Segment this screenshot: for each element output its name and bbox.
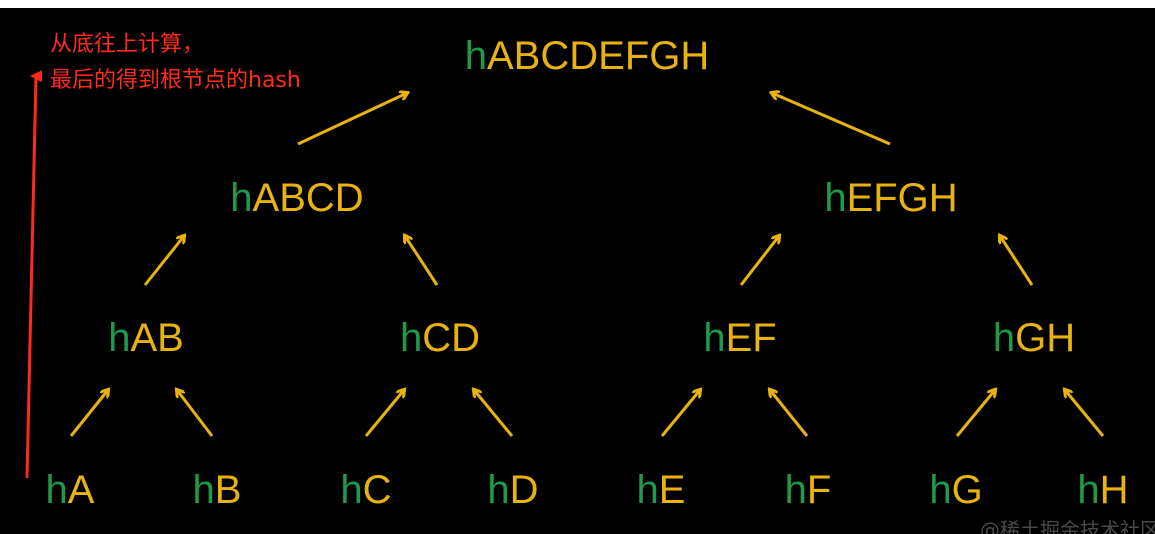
node-ef: hEF [703, 318, 776, 358]
arrow-cd-to-abcd [405, 236, 439, 286]
arrow-c-to-cd [364, 390, 404, 437]
direction-arrow [25, 70, 43, 479]
node-label: EFGH [846, 176, 958, 220]
arrow-gh-to-efgh [1000, 236, 1034, 286]
hash-prefix: h [1077, 468, 1100, 512]
arrow-h-to-gh [1065, 390, 1105, 437]
node-label: ABCD [252, 176, 364, 220]
node-label: EF [725, 316, 777, 360]
leaf-c: hC [340, 470, 391, 510]
leaf-e: hE [637, 470, 686, 510]
hash-prefix: h [824, 176, 847, 220]
arrow-g-to-gh [955, 390, 995, 437]
node-label: GH [1015, 316, 1076, 360]
hash-prefix: h [464, 34, 487, 78]
annotation-line-1: 从底往上计算， [50, 32, 205, 57]
hash-prefix: h [399, 316, 423, 360]
hash-prefix: h [636, 468, 659, 512]
leaf-a: hA [46, 470, 95, 510]
hash-prefix: h [230, 176, 253, 220]
hash-prefix: h [992, 316, 1016, 360]
hash-prefix: h [108, 316, 131, 360]
hash-prefix: h [340, 468, 363, 512]
node-gh: hGH [993, 318, 1075, 358]
leaf-h: hH [1077, 470, 1128, 510]
arrow-f-to-ef [770, 390, 809, 437]
merkle-tree-diagram: 从底往上计算， 最后的得到根节点的hash hABCDEFGH hABCD hE… [0, 8, 1155, 534]
node-label: CD [422, 316, 481, 360]
arrow-a-to-ab [69, 390, 108, 437]
arrow-ab-to-abcd [143, 236, 184, 286]
arrow-d-to-cd [474, 390, 514, 437]
arrow-efgh-to-root [772, 93, 891, 146]
node-label: AB [130, 316, 184, 360]
watermark: @稀土掘金技术社区 [980, 518, 1155, 534]
node-label: B [214, 468, 242, 512]
node-label: D [509, 468, 539, 512]
hash-prefix: h [45, 468, 68, 512]
root-node: hABCDEFGH [465, 36, 710, 76]
node-label: A [67, 468, 95, 512]
node-label: C [362, 468, 392, 512]
node-cd: hCD [400, 318, 480, 358]
node-efgh: hEFGH [824, 178, 957, 218]
node-label: F [806, 468, 832, 512]
annotation-line-2: 最后的得到根节点的hash [50, 68, 301, 93]
hash-prefix: h [929, 468, 952, 512]
tree-arrows [25, 70, 1105, 479]
hash-prefix: h [192, 468, 215, 512]
leaf-b: hB [193, 470, 242, 510]
node-ab: hAB [108, 318, 184, 358]
leaf-g: hG [929, 470, 982, 510]
hash-prefix: h [784, 468, 807, 512]
node-abcd: hABCD [230, 178, 363, 218]
arrow-b-to-ab [177, 390, 214, 437]
node-label: G [951, 468, 983, 512]
hash-prefix: h [703, 316, 726, 360]
node-label: H [1099, 468, 1129, 512]
node-label: ABCDEFGH [487, 34, 710, 78]
hash-prefix: h [487, 468, 510, 512]
arrow-ef-to-efgh [739, 236, 779, 286]
leaf-f: hF [785, 470, 832, 510]
arrow-e-to-ef [660, 390, 700, 437]
leaf-d: hD [487, 470, 538, 510]
arrow-abcd-to-root [297, 93, 407, 146]
node-label: E [658, 468, 686, 512]
